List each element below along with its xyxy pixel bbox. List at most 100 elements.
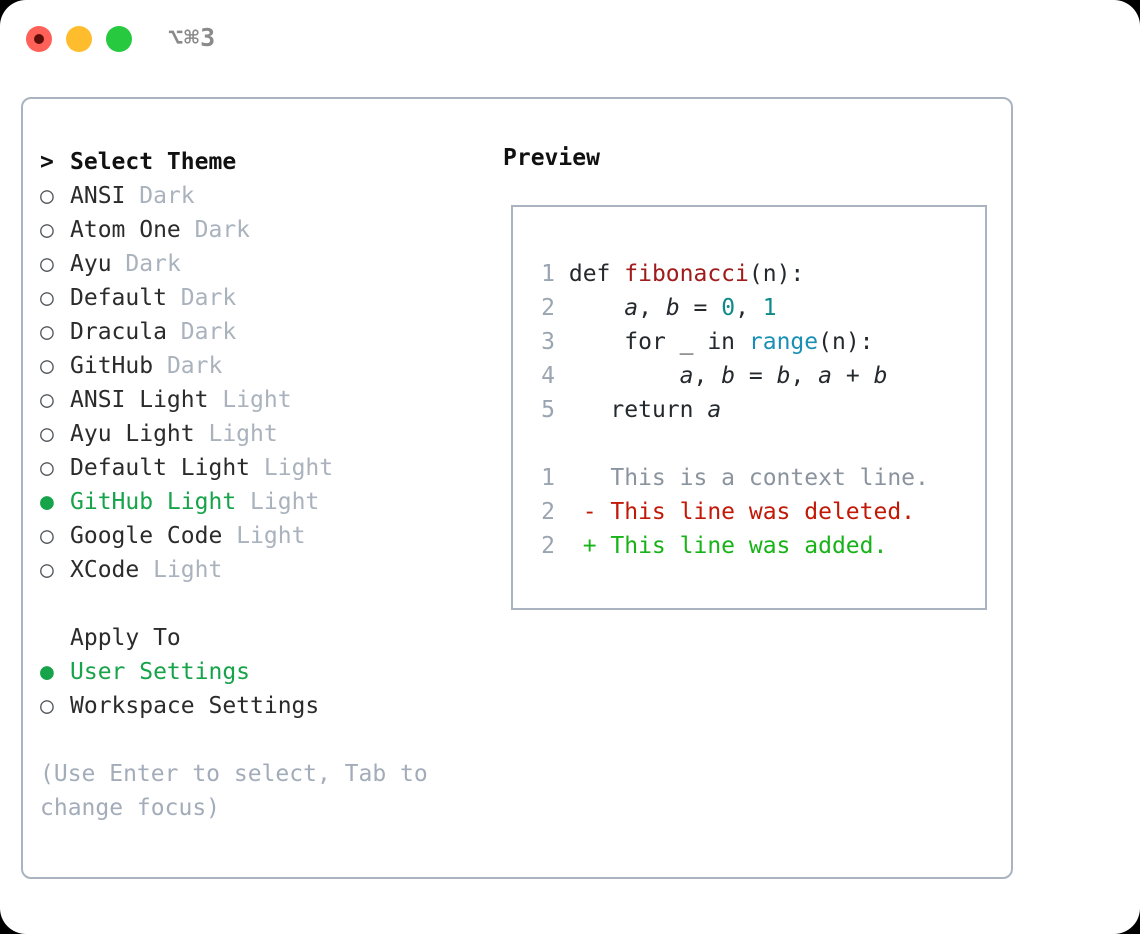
theme-item-tag: Dark bbox=[125, 251, 181, 277]
theme-item-tag: Dark bbox=[180, 285, 237, 311]
spacer bbox=[125, 183, 139, 209]
code-token: , bbox=[735, 295, 763, 321]
theme-list-item[interactable]: ○Ayu Light Light bbox=[40, 417, 480, 451]
theme-list-item[interactable]: ○Ayu Dark bbox=[40, 247, 480, 281]
gutter-space bbox=[555, 363, 569, 389]
diff-text: This line was deleted. bbox=[610, 499, 916, 525]
code-token: , bbox=[693, 363, 722, 389]
theme-item-label: XCode bbox=[70, 557, 140, 583]
apply-to-item-label: User Settings bbox=[70, 659, 251, 685]
theme-item-tag: Light bbox=[208, 421, 278, 447]
diff-line: 2 - This line was deleted. bbox=[529, 495, 929, 529]
theme-item-label: GitHub Light bbox=[70, 489, 237, 515]
code-token: return bbox=[568, 397, 708, 423]
code-token bbox=[569, 363, 680, 389]
code-token: 0 bbox=[721, 295, 736, 321]
keyboard-shortcut-label: ⌥⌘3 bbox=[168, 23, 217, 52]
line-number: 2 bbox=[541, 295, 555, 321]
code-token: (n): bbox=[818, 329, 874, 355]
code-token: a bbox=[818, 363, 833, 389]
apply-to-indent bbox=[40, 621, 70, 655]
theme-list-item[interactable]: ●GitHub Light Light bbox=[40, 485, 480, 519]
apply-to-item[interactable]: ○Workspace Settings bbox=[40, 689, 480, 723]
code-token: (n): bbox=[748, 261, 805, 287]
spacer bbox=[236, 489, 250, 515]
theme-item-label: ANSI Light bbox=[70, 387, 209, 413]
code-token: b bbox=[873, 363, 888, 389]
spacer bbox=[139, 557, 153, 583]
gutter-space bbox=[555, 397, 569, 423]
spacer bbox=[181, 217, 195, 243]
theme-item-label: Default bbox=[70, 285, 167, 311]
spacer bbox=[208, 387, 222, 413]
code-token: 1 bbox=[762, 295, 777, 321]
radio-unselected-icon: ○ bbox=[40, 353, 54, 379]
code-token: a bbox=[707, 397, 722, 423]
apply-to-item[interactable]: ● User Settings bbox=[40, 655, 480, 689]
theme-list-item[interactable]: ○GitHub Dark bbox=[40, 349, 480, 383]
diff-text: This line was added. bbox=[610, 533, 888, 559]
theme-item-label: ANSI bbox=[70, 183, 126, 209]
theme-list-item[interactable]: ○Atom One Dark bbox=[40, 213, 480, 247]
spacer bbox=[167, 319, 181, 345]
diff-line: 2 + This line was added. bbox=[529, 529, 929, 563]
caret-icon: > bbox=[40, 149, 54, 175]
gutter-space bbox=[555, 329, 569, 355]
theme-list-item[interactable]: ○Default Dark bbox=[40, 281, 480, 315]
radio-unselected-icon: ○ bbox=[40, 319, 54, 345]
radio-unselected-icon: ○ bbox=[40, 387, 54, 413]
apply-to-item-label: Workspace Settings bbox=[70, 693, 320, 719]
code-line: 3 for _ in range(n): bbox=[529, 325, 929, 359]
code-token: + bbox=[832, 363, 874, 389]
diff-text: This is a context line. bbox=[610, 465, 929, 491]
diff-sign bbox=[555, 465, 610, 491]
line-number: 4 bbox=[541, 363, 555, 389]
code-token: b bbox=[776, 363, 791, 389]
apply-to-list[interactable]: ● User Settings ○Workspace Settings bbox=[40, 655, 480, 723]
code-token: def bbox=[568, 261, 625, 287]
theme-list-item[interactable]: ○Google Code Light bbox=[40, 519, 480, 553]
code-line: 4 a, b = b, a + b bbox=[529, 359, 929, 393]
code-line: 2 a, b = 0, 1 bbox=[529, 291, 929, 325]
code-token: b bbox=[665, 295, 680, 321]
apply-to-header-label: Apply To bbox=[70, 625, 181, 651]
radio-unselected-icon: ○ bbox=[40, 251, 54, 277]
theme-list-item[interactable]: ○Dracula Dark bbox=[40, 315, 480, 349]
line-number: 3 bbox=[541, 329, 555, 355]
radio-selected-icon: ● bbox=[40, 489, 54, 515]
radio-unselected-icon: ○ bbox=[40, 217, 54, 243]
theme-item-tag: Dark bbox=[166, 353, 223, 379]
theme-list-item[interactable]: ○ANSI Dark bbox=[40, 179, 480, 213]
minimize-button[interactable] bbox=[66, 26, 92, 52]
select-theme-header-label: Select Theme bbox=[70, 149, 237, 175]
theme-item-tag: Light bbox=[153, 557, 223, 583]
theme-list-item[interactable]: ○Default Light Light bbox=[40, 451, 480, 485]
theme-item-label: Atom One bbox=[70, 217, 181, 243]
preview-title: Preview bbox=[503, 145, 600, 171]
line-number: 2 bbox=[541, 533, 555, 559]
theme-list[interactable]: ○ANSI Dark○Atom One Dark○Ayu Dark○Defaul… bbox=[40, 179, 480, 587]
spacer bbox=[153, 353, 167, 379]
code-token: b bbox=[721, 363, 736, 389]
theme-list-item[interactable]: ○ ANSI Light Light bbox=[40, 383, 480, 417]
line-number: 2 bbox=[541, 499, 555, 525]
code-token: range bbox=[748, 329, 819, 355]
theme-item-tag: Light bbox=[222, 387, 292, 413]
code-token: a bbox=[679, 363, 694, 389]
line-number: 5 bbox=[541, 397, 555, 423]
diff-line: 1 This is a context line. bbox=[529, 461, 929, 495]
radio-unselected-icon: ○ bbox=[40, 523, 54, 549]
theme-item-tag: Dark bbox=[139, 183, 195, 209]
gutter-space bbox=[555, 261, 569, 287]
radio-unselected-icon: ○ bbox=[40, 421, 54, 447]
code-line: 5 return a bbox=[529, 393, 929, 427]
line-number: 1 bbox=[541, 261, 555, 287]
keyboard-hint: (Use Enter to select, Tab to change focu… bbox=[40, 761, 428, 821]
apply-to-header: Apply To bbox=[40, 621, 480, 655]
radio-selected-icon: ● bbox=[40, 659, 54, 685]
line-number: 1 bbox=[541, 465, 555, 491]
theme-list-item[interactable]: ○XCode Light bbox=[40, 553, 480, 587]
maximize-button[interactable] bbox=[106, 26, 132, 52]
code-token bbox=[569, 295, 624, 321]
